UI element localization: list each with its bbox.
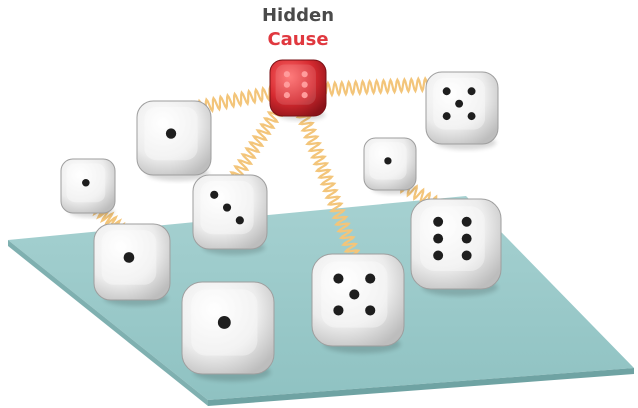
pip [302,82,308,88]
pip [124,252,135,263]
pip [468,87,476,95]
floating-die-upper-left [137,101,211,181]
pip [349,289,359,299]
pip [333,274,343,284]
pip [462,250,472,260]
pip [462,217,472,227]
pip [384,157,391,164]
pip [210,191,218,199]
pip [433,250,443,260]
pip [462,234,472,244]
pip [455,100,463,108]
pip [433,234,443,244]
pip [236,216,244,224]
pip [302,92,308,98]
floating-die-center [193,175,267,255]
pip [223,203,231,211]
pip [218,316,231,329]
pip [468,112,476,120]
die-front-center [312,254,404,353]
die-right-on-plane [411,199,501,296]
pip [166,128,176,138]
pip [433,217,443,227]
pip [333,305,343,315]
pip [443,112,451,120]
pip [82,179,90,187]
die-front-left [182,282,274,381]
pip [443,87,451,95]
red-hidden-cause-die [270,60,326,120]
floating-die-right-top [426,72,498,150]
pip [284,71,290,77]
floating-die-small-left [61,159,115,217]
pip [365,274,375,284]
pip [365,305,375,315]
pip [302,71,308,77]
die-left-on-plane [94,224,170,306]
floating-die-small-right [364,138,416,194]
pip [284,82,290,88]
pip [284,92,290,98]
